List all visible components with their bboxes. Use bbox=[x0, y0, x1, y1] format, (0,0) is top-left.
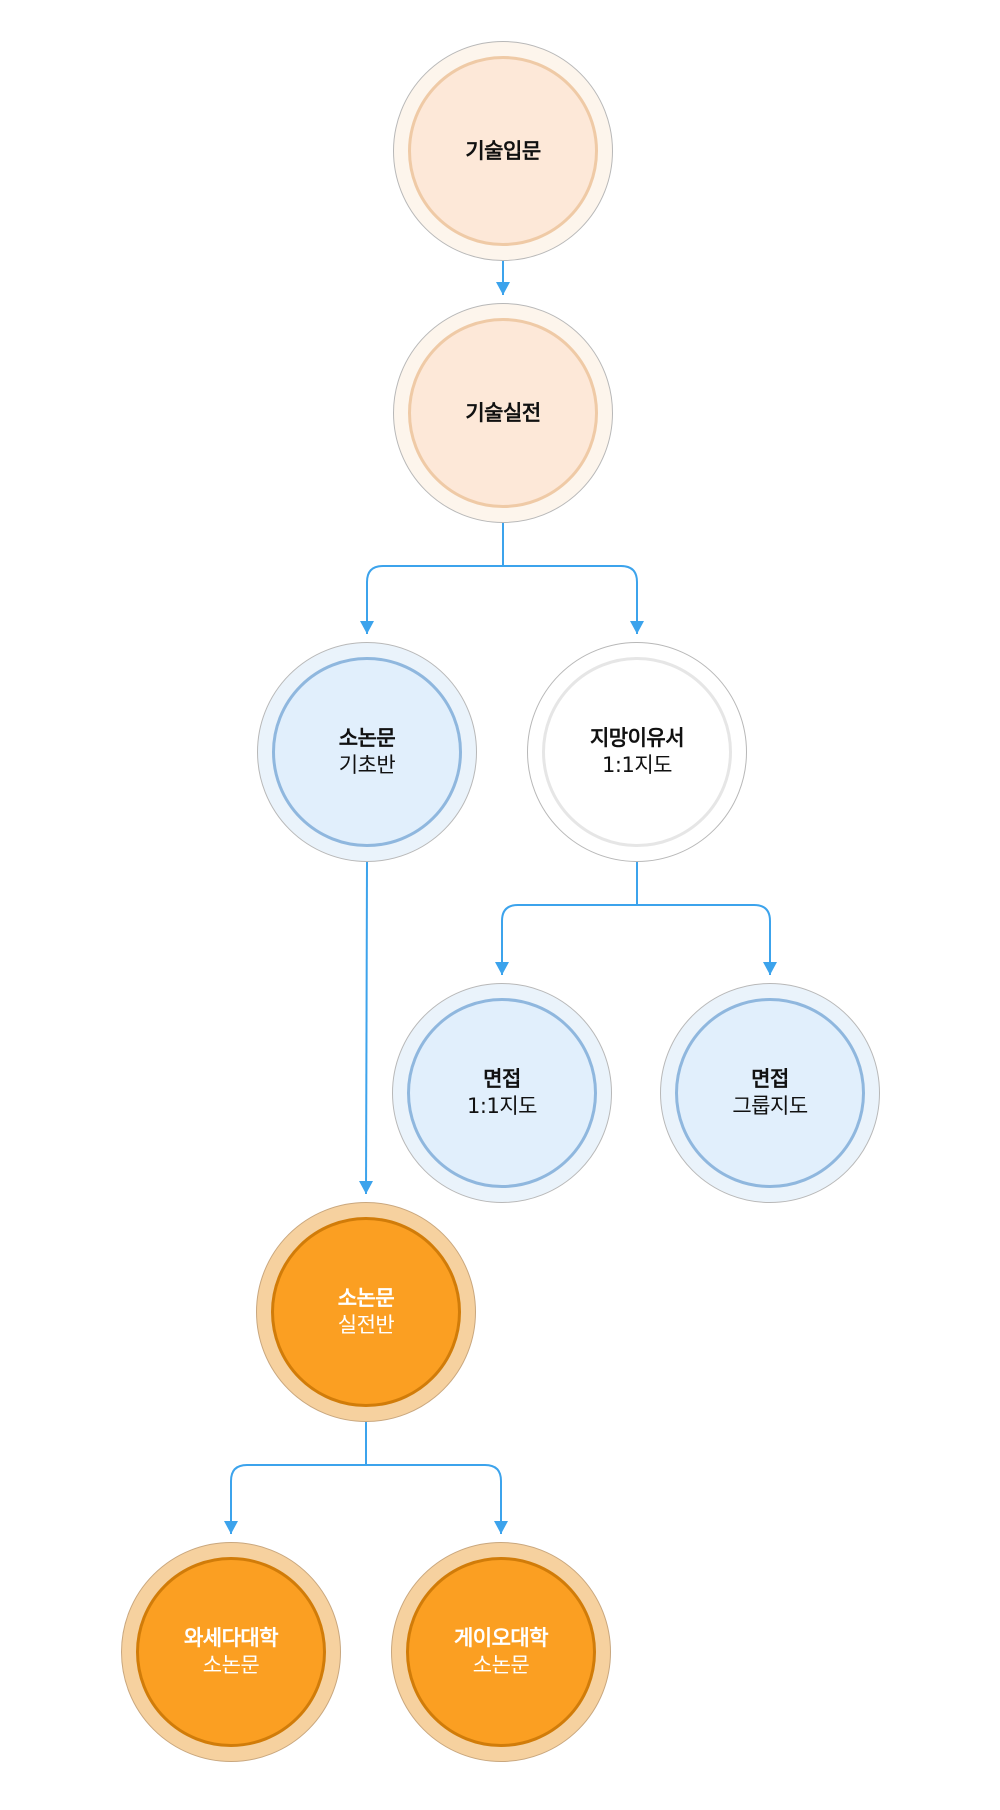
node-essay-practice[interactable]: 소논문 실전반 bbox=[256, 1202, 476, 1422]
node-tech-practice[interactable]: 기술실전 bbox=[393, 303, 613, 523]
node-title: 게이오대학 bbox=[453, 1626, 549, 1650]
connector-branch bbox=[501, 904, 637, 975]
node-inner: 지망이유서 1:1지도 bbox=[542, 657, 732, 847]
node-title: 기술입문 bbox=[465, 138, 541, 163]
node-inner: 와세다대학 소논문 bbox=[136, 1557, 326, 1747]
node-tech-intro[interactable]: 기술입문 bbox=[393, 41, 613, 261]
node-subtitle: 기초반 bbox=[338, 753, 396, 777]
node-inner: 기술입문 bbox=[408, 56, 598, 246]
connector-branch bbox=[637, 904, 771, 975]
node-interview-1on1[interactable]: 면접 1:1지도 bbox=[392, 983, 612, 1203]
node-subtitle: 소논문 bbox=[202, 1653, 260, 1677]
arrowhead-icon bbox=[630, 621, 644, 634]
node-subtitle: 그룹지도 bbox=[732, 1094, 808, 1118]
arrowhead-icon bbox=[224, 1521, 238, 1534]
node-inner: 소논문 기초반 bbox=[272, 657, 462, 847]
arrowhead-icon bbox=[763, 962, 777, 975]
node-subtitle: 1:1지도 bbox=[467, 1094, 537, 1118]
connector-branch bbox=[503, 565, 638, 634]
node-interview-group[interactable]: 면접 그룹지도 bbox=[660, 983, 880, 1203]
node-subtitle: 1:1지도 bbox=[602, 753, 672, 777]
node-inner: 소논문 실전반 bbox=[271, 1217, 461, 1407]
arrowhead-icon bbox=[494, 1521, 508, 1534]
node-inner: 게이오대학 소논문 bbox=[406, 1557, 596, 1747]
connector-line bbox=[365, 861, 368, 1195]
node-title: 면접 bbox=[483, 1067, 521, 1091]
connector-branch bbox=[366, 1464, 502, 1534]
node-title: 지망이유서 bbox=[589, 726, 685, 750]
arrowhead-icon bbox=[359, 1181, 373, 1194]
node-title: 와세다대학 bbox=[183, 1626, 279, 1650]
connector-branch bbox=[230, 1464, 366, 1534]
node-motivation-letter[interactable]: 지망이유서 1:1지도 bbox=[527, 642, 747, 862]
node-essay-basic[interactable]: 소논문 기초반 bbox=[257, 642, 477, 862]
arrowhead-icon bbox=[360, 621, 374, 634]
node-title: 소논문 bbox=[338, 726, 396, 750]
node-inner: 면접 1:1지도 bbox=[407, 998, 597, 1188]
node-subtitle: 실전반 bbox=[337, 1313, 395, 1337]
arrowhead-icon bbox=[496, 282, 510, 295]
node-subtitle: 소논문 bbox=[472, 1653, 530, 1677]
connector-branch bbox=[366, 565, 503, 634]
node-title: 소논문 bbox=[337, 1286, 395, 1310]
node-waseda-essay[interactable]: 와세다대학 소논문 bbox=[121, 1542, 341, 1762]
node-inner: 면접 그룹지도 bbox=[675, 998, 865, 1188]
node-title: 면접 bbox=[751, 1067, 789, 1091]
arrowhead-icon bbox=[495, 962, 509, 975]
node-keio-essay[interactable]: 게이오대학 소논문 bbox=[391, 1542, 611, 1762]
node-title: 기술실전 bbox=[465, 400, 541, 425]
node-inner: 기술실전 bbox=[408, 318, 598, 508]
